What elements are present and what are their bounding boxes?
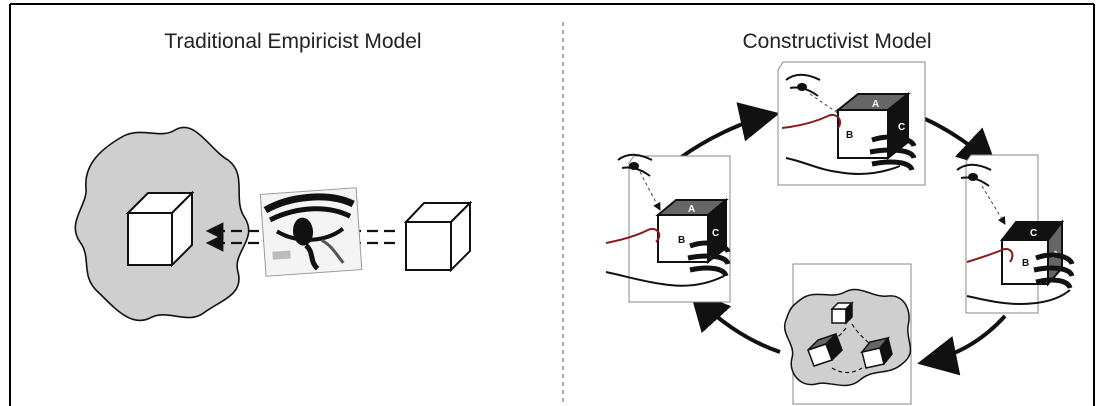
cube-left: A B C: [655, 197, 729, 265]
outer-frame: [9, 3, 1095, 406]
eye-image: [259, 187, 363, 277]
frame-bottom: [783, 263, 912, 405]
mini-cubes: [807, 301, 893, 369]
physical-cube: [403, 200, 473, 273]
face-label-c: C: [712, 228, 719, 239]
frame-right: C B A: [956, 154, 1075, 314]
empiricist-title: Traditional Empiricist Model: [164, 30, 422, 53]
face-label-c: C: [898, 122, 905, 133]
frame-top: A B C: [777, 61, 926, 186]
face-label-c: C: [1030, 228, 1037, 239]
hand-left: [605, 228, 731, 287]
empiricist-diagram: [74, 126, 473, 322]
constructivist-diagram: A B C A B C: [605, 61, 1075, 405]
face-label-b: B: [1022, 258, 1029, 269]
hand-right: [966, 248, 1075, 306]
hand-top: [781, 114, 917, 175]
constructivist-title: Constructivist Model: [742, 30, 932, 53]
mental-cube: [125, 190, 195, 268]
face-label-b: B: [678, 235, 685, 246]
frame-left: A B C: [605, 153, 731, 303]
cube-top: A B C: [835, 91, 911, 161]
face-label-b: B: [846, 130, 853, 141]
face-label-a: A: [688, 204, 695, 215]
face-label-a: A: [872, 99, 879, 110]
